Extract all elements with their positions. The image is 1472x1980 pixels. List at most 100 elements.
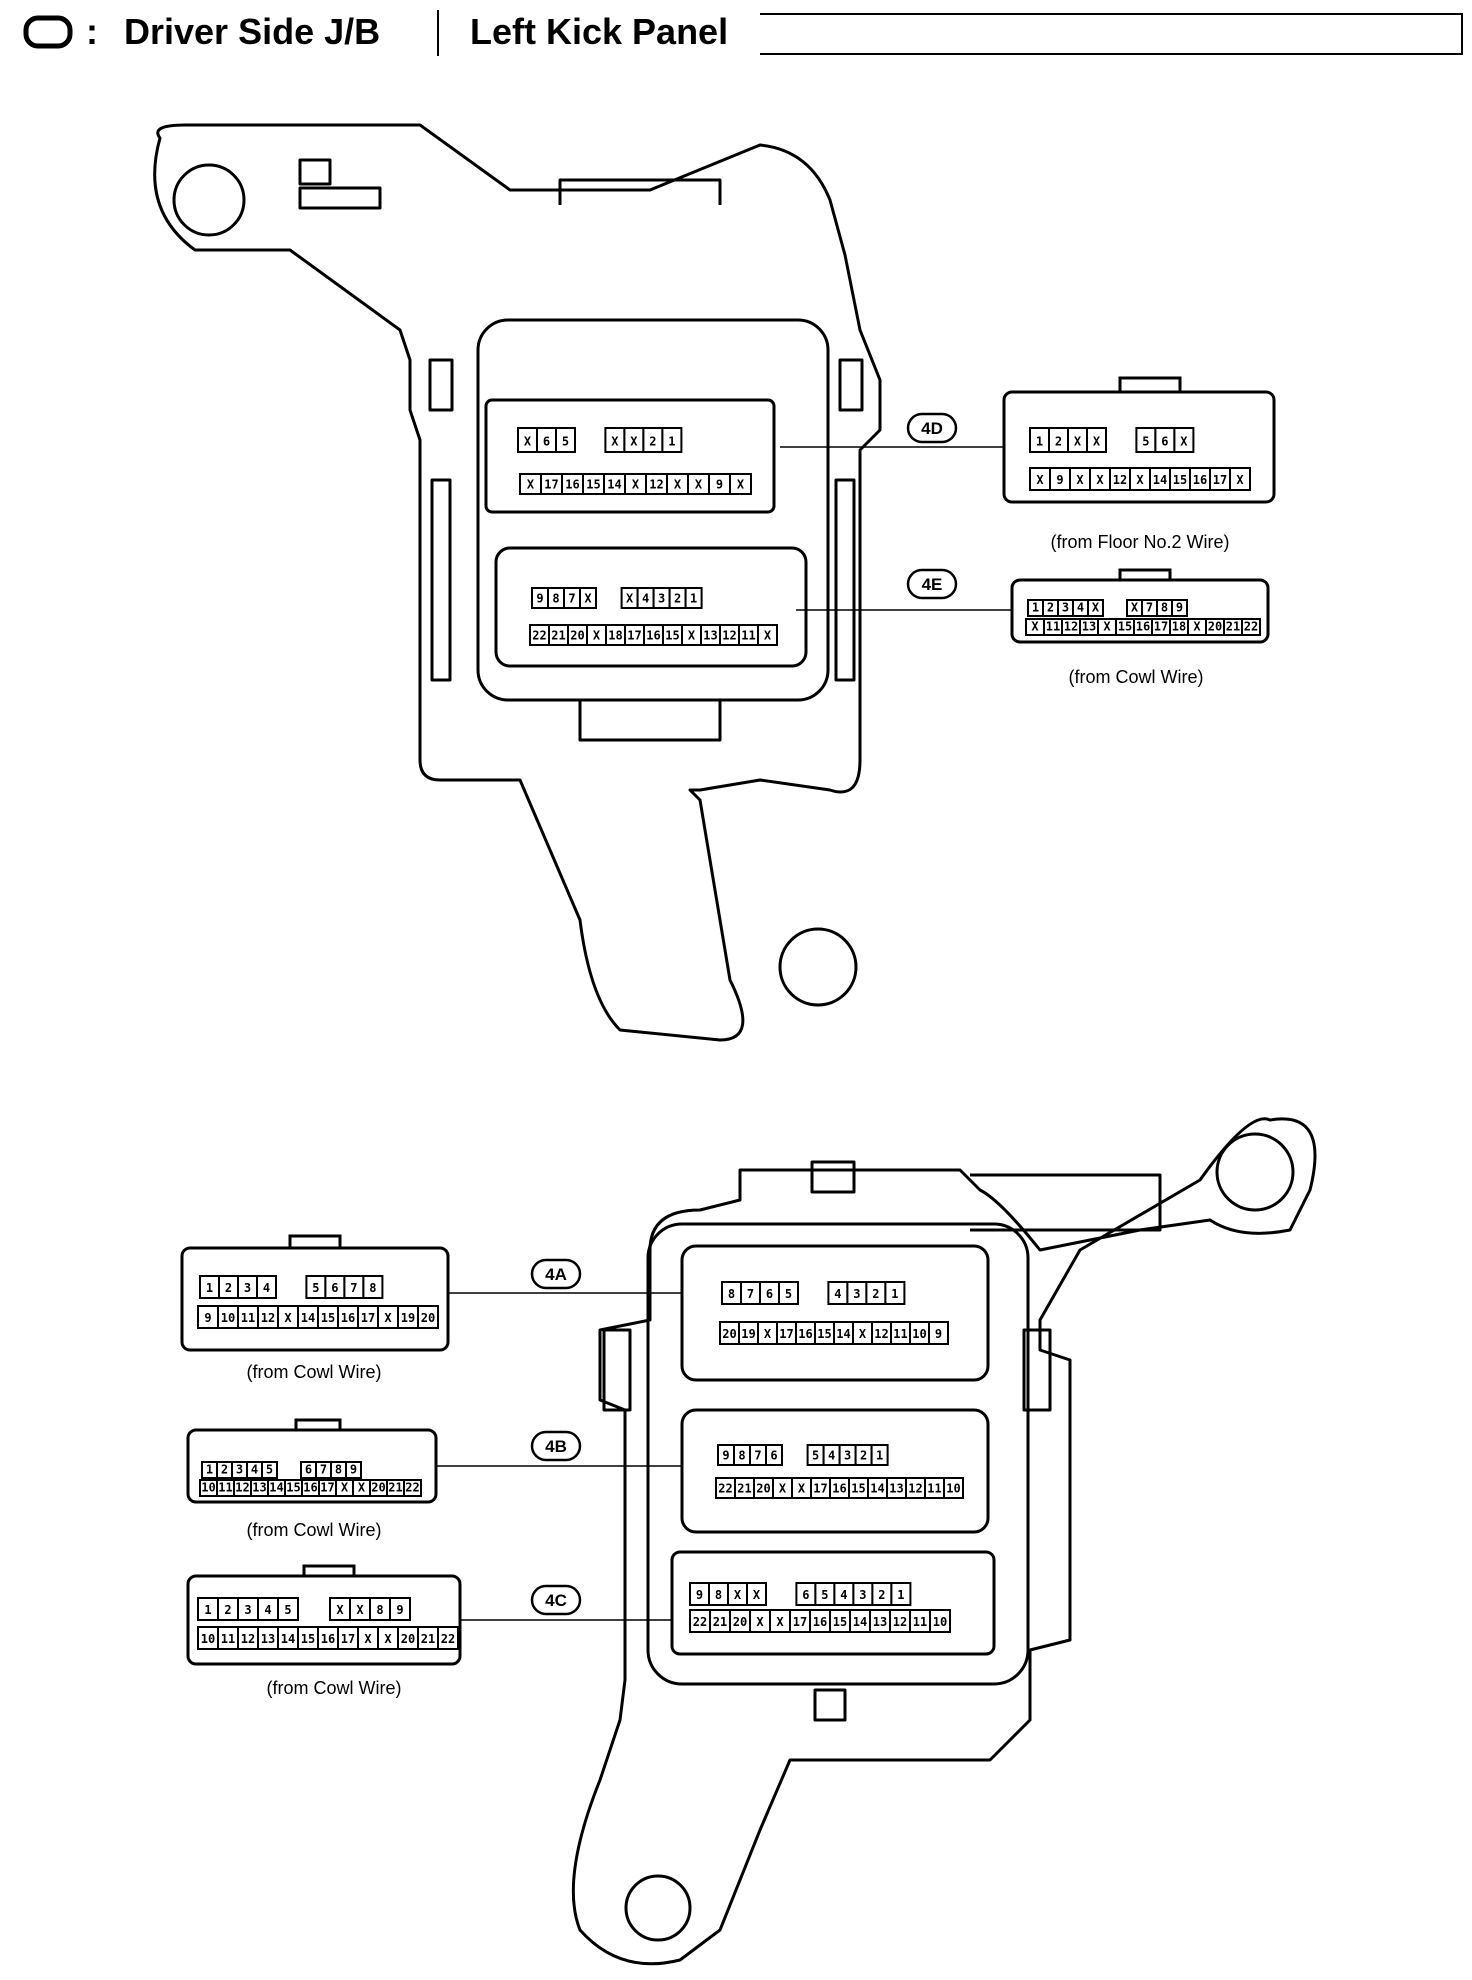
pin-label: 7 xyxy=(320,1463,327,1477)
pin-cell xyxy=(362,1275,384,1299)
pin-label: 15 xyxy=(851,1481,865,1495)
pin-label: 1 xyxy=(1036,434,1043,448)
pin-label: X xyxy=(1136,473,1144,487)
pin-label: 17 xyxy=(1154,620,1168,634)
lower-bottom-mount-hole xyxy=(624,1874,692,1942)
pin-label: 15 xyxy=(665,628,679,642)
pin-label: 2 xyxy=(221,1463,228,1477)
pin-label: X xyxy=(336,1603,344,1617)
pin-label: 9 xyxy=(1176,601,1183,615)
pin-label: X xyxy=(524,434,532,448)
pin-label: 9 xyxy=(935,1327,942,1341)
source-label-4B: (from Cowl Wire) xyxy=(247,1520,382,1540)
pin-label: X xyxy=(859,1327,867,1341)
pin-cell xyxy=(261,1461,278,1479)
pin-label: 1 xyxy=(897,1588,904,1602)
pin-label: 17 xyxy=(544,477,558,491)
pin-label: 17 xyxy=(1213,473,1227,487)
pin-label: 5 xyxy=(812,1448,819,1462)
pin-label: 8 xyxy=(552,591,559,605)
pin-label: 3 xyxy=(236,1463,243,1477)
lower-inner-panel xyxy=(646,1222,1030,1686)
lower-right-mount-hole xyxy=(1215,1132,1295,1212)
pin-label: 1 xyxy=(206,1463,213,1477)
ext-connector-4C-latch xyxy=(302,1564,356,1576)
pin-label: 14 xyxy=(853,1615,867,1629)
upper-side-rib-left-2 xyxy=(430,478,452,682)
badge-4D: 4D xyxy=(906,412,958,444)
pin-label: 16 xyxy=(646,628,660,642)
pin-cell xyxy=(1086,427,1107,453)
pin-label: X xyxy=(1236,473,1244,487)
pin-label: 20 xyxy=(421,1311,435,1325)
pin-label: 22 xyxy=(1244,620,1258,634)
pin-label: 1 xyxy=(690,591,697,605)
pin-label: 17 xyxy=(793,1615,807,1629)
pin-label: 2 xyxy=(878,1588,885,1602)
pin-label: 8 xyxy=(1161,601,1168,615)
pin-label: 11 xyxy=(741,628,755,642)
pin-label: 9 xyxy=(350,1463,357,1477)
pin-cell xyxy=(778,1281,799,1305)
jb-housing-4A xyxy=(680,1244,990,1382)
pin-cell xyxy=(943,1477,964,1499)
pin-label: X xyxy=(674,477,682,491)
pin-label: 19 xyxy=(401,1311,415,1325)
pin-label: 19 xyxy=(741,1327,755,1341)
pin-label: 2 xyxy=(1047,601,1054,615)
pin-label: X xyxy=(1103,620,1111,634)
pin-label: 10 xyxy=(946,1481,960,1495)
pin-label: X xyxy=(1031,620,1039,634)
pin-label: 10 xyxy=(221,1311,235,1325)
pin-label: 5 xyxy=(821,1588,828,1602)
upper-top-tab xyxy=(558,178,722,205)
pin-cell xyxy=(928,1321,949,1345)
pin-label: 4 xyxy=(834,1287,841,1301)
lower-side-rib-left xyxy=(602,1328,632,1412)
pin-label: 5 xyxy=(785,1287,792,1301)
pin-label: 9 xyxy=(696,1588,703,1602)
pin-label: X xyxy=(1036,473,1044,487)
pin-label: 17 xyxy=(320,1481,334,1495)
pin-label: 10 xyxy=(912,1327,926,1341)
pin-label: X xyxy=(1093,434,1101,448)
pin-cell xyxy=(929,1609,951,1633)
pin-label: 16 xyxy=(813,1615,827,1629)
pin-label: 15 xyxy=(817,1327,831,1341)
pin-label: 4 xyxy=(1077,601,1084,615)
jb-housing-4C xyxy=(670,1550,996,1656)
pin-label: 2 xyxy=(860,1448,867,1462)
pin-label: 3 xyxy=(844,1448,851,1462)
pin-cell xyxy=(437,1626,459,1650)
pin-label: 3 xyxy=(244,1281,251,1295)
pin-label: 13 xyxy=(703,628,717,642)
pin-label: 20 xyxy=(722,1327,736,1341)
pin-label: 10 xyxy=(201,1481,215,1495)
upper-bracket-slot-2 xyxy=(298,158,332,186)
lower-top-tab xyxy=(810,1160,856,1194)
pin-label: 11 xyxy=(893,1327,907,1341)
pin-cell xyxy=(684,587,703,609)
pin-label: X xyxy=(798,1481,806,1495)
pin-label: 13 xyxy=(873,1615,887,1629)
ext-connector-4A-latch xyxy=(288,1234,342,1248)
pin-cell xyxy=(256,1275,277,1299)
upper-bracket-left xyxy=(153,123,882,1042)
badge-label: 4C xyxy=(545,1591,567,1610)
pin-label: 11 xyxy=(241,1311,255,1325)
pin-label: 20 xyxy=(733,1615,747,1629)
pin-label: 8 xyxy=(728,1287,735,1301)
pin-label: 6 xyxy=(770,1448,777,1462)
badge-outline xyxy=(530,1258,582,1290)
lower-junction-block xyxy=(571,1117,1317,1966)
pin-label: 11 xyxy=(913,1615,927,1629)
badge-outline xyxy=(530,1430,582,1462)
